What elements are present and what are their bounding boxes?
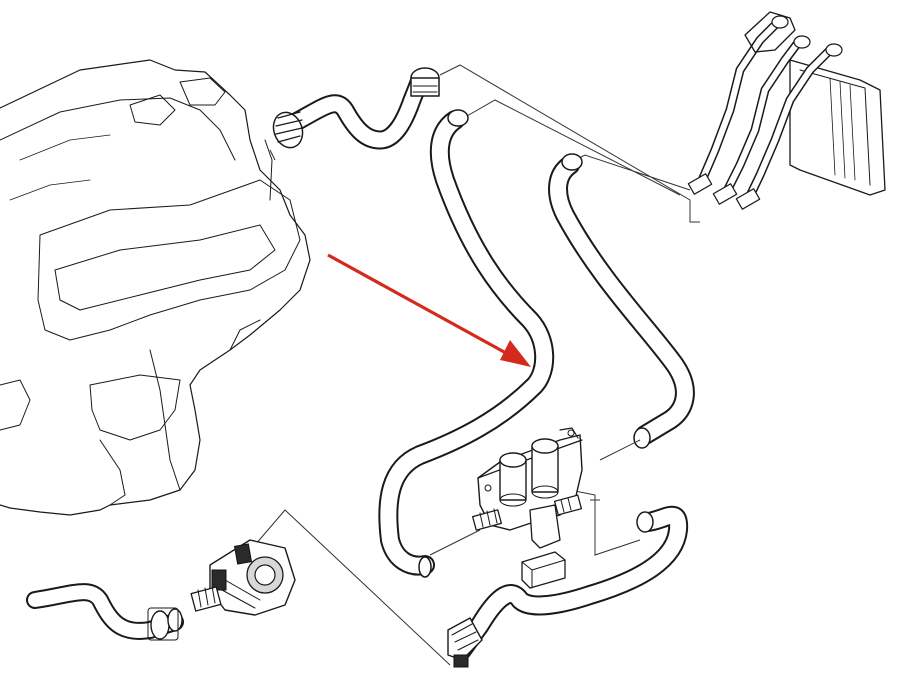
valve-solenoid-left xyxy=(499,452,527,507)
valve-solenoid-right xyxy=(531,438,559,499)
heater-core-pipes xyxy=(687,11,886,210)
valve-port-right xyxy=(553,494,583,516)
engine-block xyxy=(0,59,311,516)
leader-line-top-2 xyxy=(459,99,681,196)
valve-electrical-connector xyxy=(521,551,566,589)
lower-hose xyxy=(447,505,689,668)
valve-port-left xyxy=(471,508,503,531)
heater-control-valve xyxy=(471,427,583,589)
leader-line-top-3 xyxy=(574,154,691,191)
lower-hose-coupling xyxy=(447,617,483,668)
leader-line-bottom xyxy=(254,509,451,666)
auxiliary-water-pump xyxy=(190,539,296,616)
pump-inlet-hose xyxy=(26,583,184,641)
upper-feed-hose xyxy=(272,67,440,150)
hose-connector-top xyxy=(410,67,440,97)
leader-line-valve xyxy=(429,439,641,556)
red-pointer-arrow xyxy=(327,253,531,367)
long-supply-hose xyxy=(378,109,555,578)
leader-line-top xyxy=(269,64,700,223)
pump-outlet xyxy=(190,585,222,612)
long-return-hose xyxy=(548,153,695,449)
hose-clamp-left xyxy=(272,111,304,149)
